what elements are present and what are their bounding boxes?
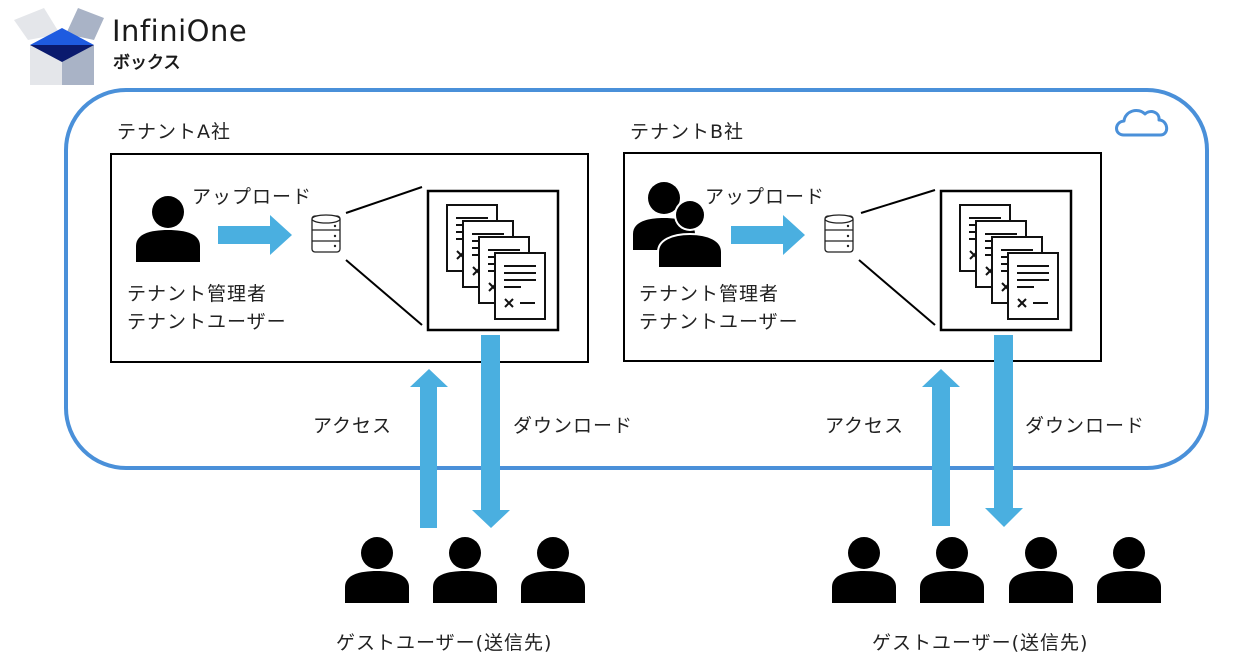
logo-name-en: InfiniOne (112, 14, 248, 48)
upload-arrow-b (731, 215, 805, 255)
logo-icon (14, 8, 104, 85)
cloud-icon (1115, 109, 1169, 137)
cloud-boundary (64, 88, 1209, 470)
tenant-user-label-a: テナントユーザー (127, 311, 287, 333)
database-icon (311, 214, 341, 253)
guest-user-icon (345, 537, 409, 603)
single-user-icon (136, 196, 200, 262)
upload-arrow-a (218, 215, 292, 255)
logo-name-jp: ボックス (113, 53, 181, 73)
upload-label-b: アップロード (705, 186, 826, 208)
guest-label-a: ゲストユーザー(送信先) (336, 632, 553, 654)
multiple-users-icon (633, 182, 723, 269)
upload-label-a: アップロード (192, 186, 313, 208)
guest-users-b (832, 537, 1161, 603)
guest-user-icon (1097, 537, 1161, 603)
guest-users-a (345, 537, 585, 603)
tenant-admin-label-a: テナント管理者 (127, 283, 268, 305)
tenant-b-title: テナントB社 (630, 121, 745, 143)
tenant-user-label-b: テナントユーザー (639, 311, 799, 333)
tenant-admin-label-b: テナント管理者 (639, 283, 780, 305)
guest-user-icon (433, 537, 497, 603)
tenant-a-title: テナントA社 (117, 121, 231, 143)
download-label-a: ダウンロード (513, 415, 634, 437)
guest-user-icon (920, 537, 984, 603)
guest-user-icon (1009, 537, 1073, 603)
tenant-a-box (110, 153, 589, 363)
guest-label-b: ゲストユーザー(送信先) (872, 632, 1089, 654)
guest-user-icon (521, 537, 585, 603)
access-arrow-a (410, 369, 448, 528)
download-label-b: ダウンロード (1025, 415, 1146, 437)
access-label-a: アクセス (313, 415, 393, 437)
download-arrow-b (985, 335, 1023, 527)
database-icon (824, 214, 854, 253)
guest-user-icon (832, 537, 896, 603)
access-label-b: アクセス (825, 415, 905, 437)
download-arrow-a (472, 335, 510, 528)
tenant-b-box (623, 152, 1102, 362)
access-arrow-b (922, 369, 960, 526)
